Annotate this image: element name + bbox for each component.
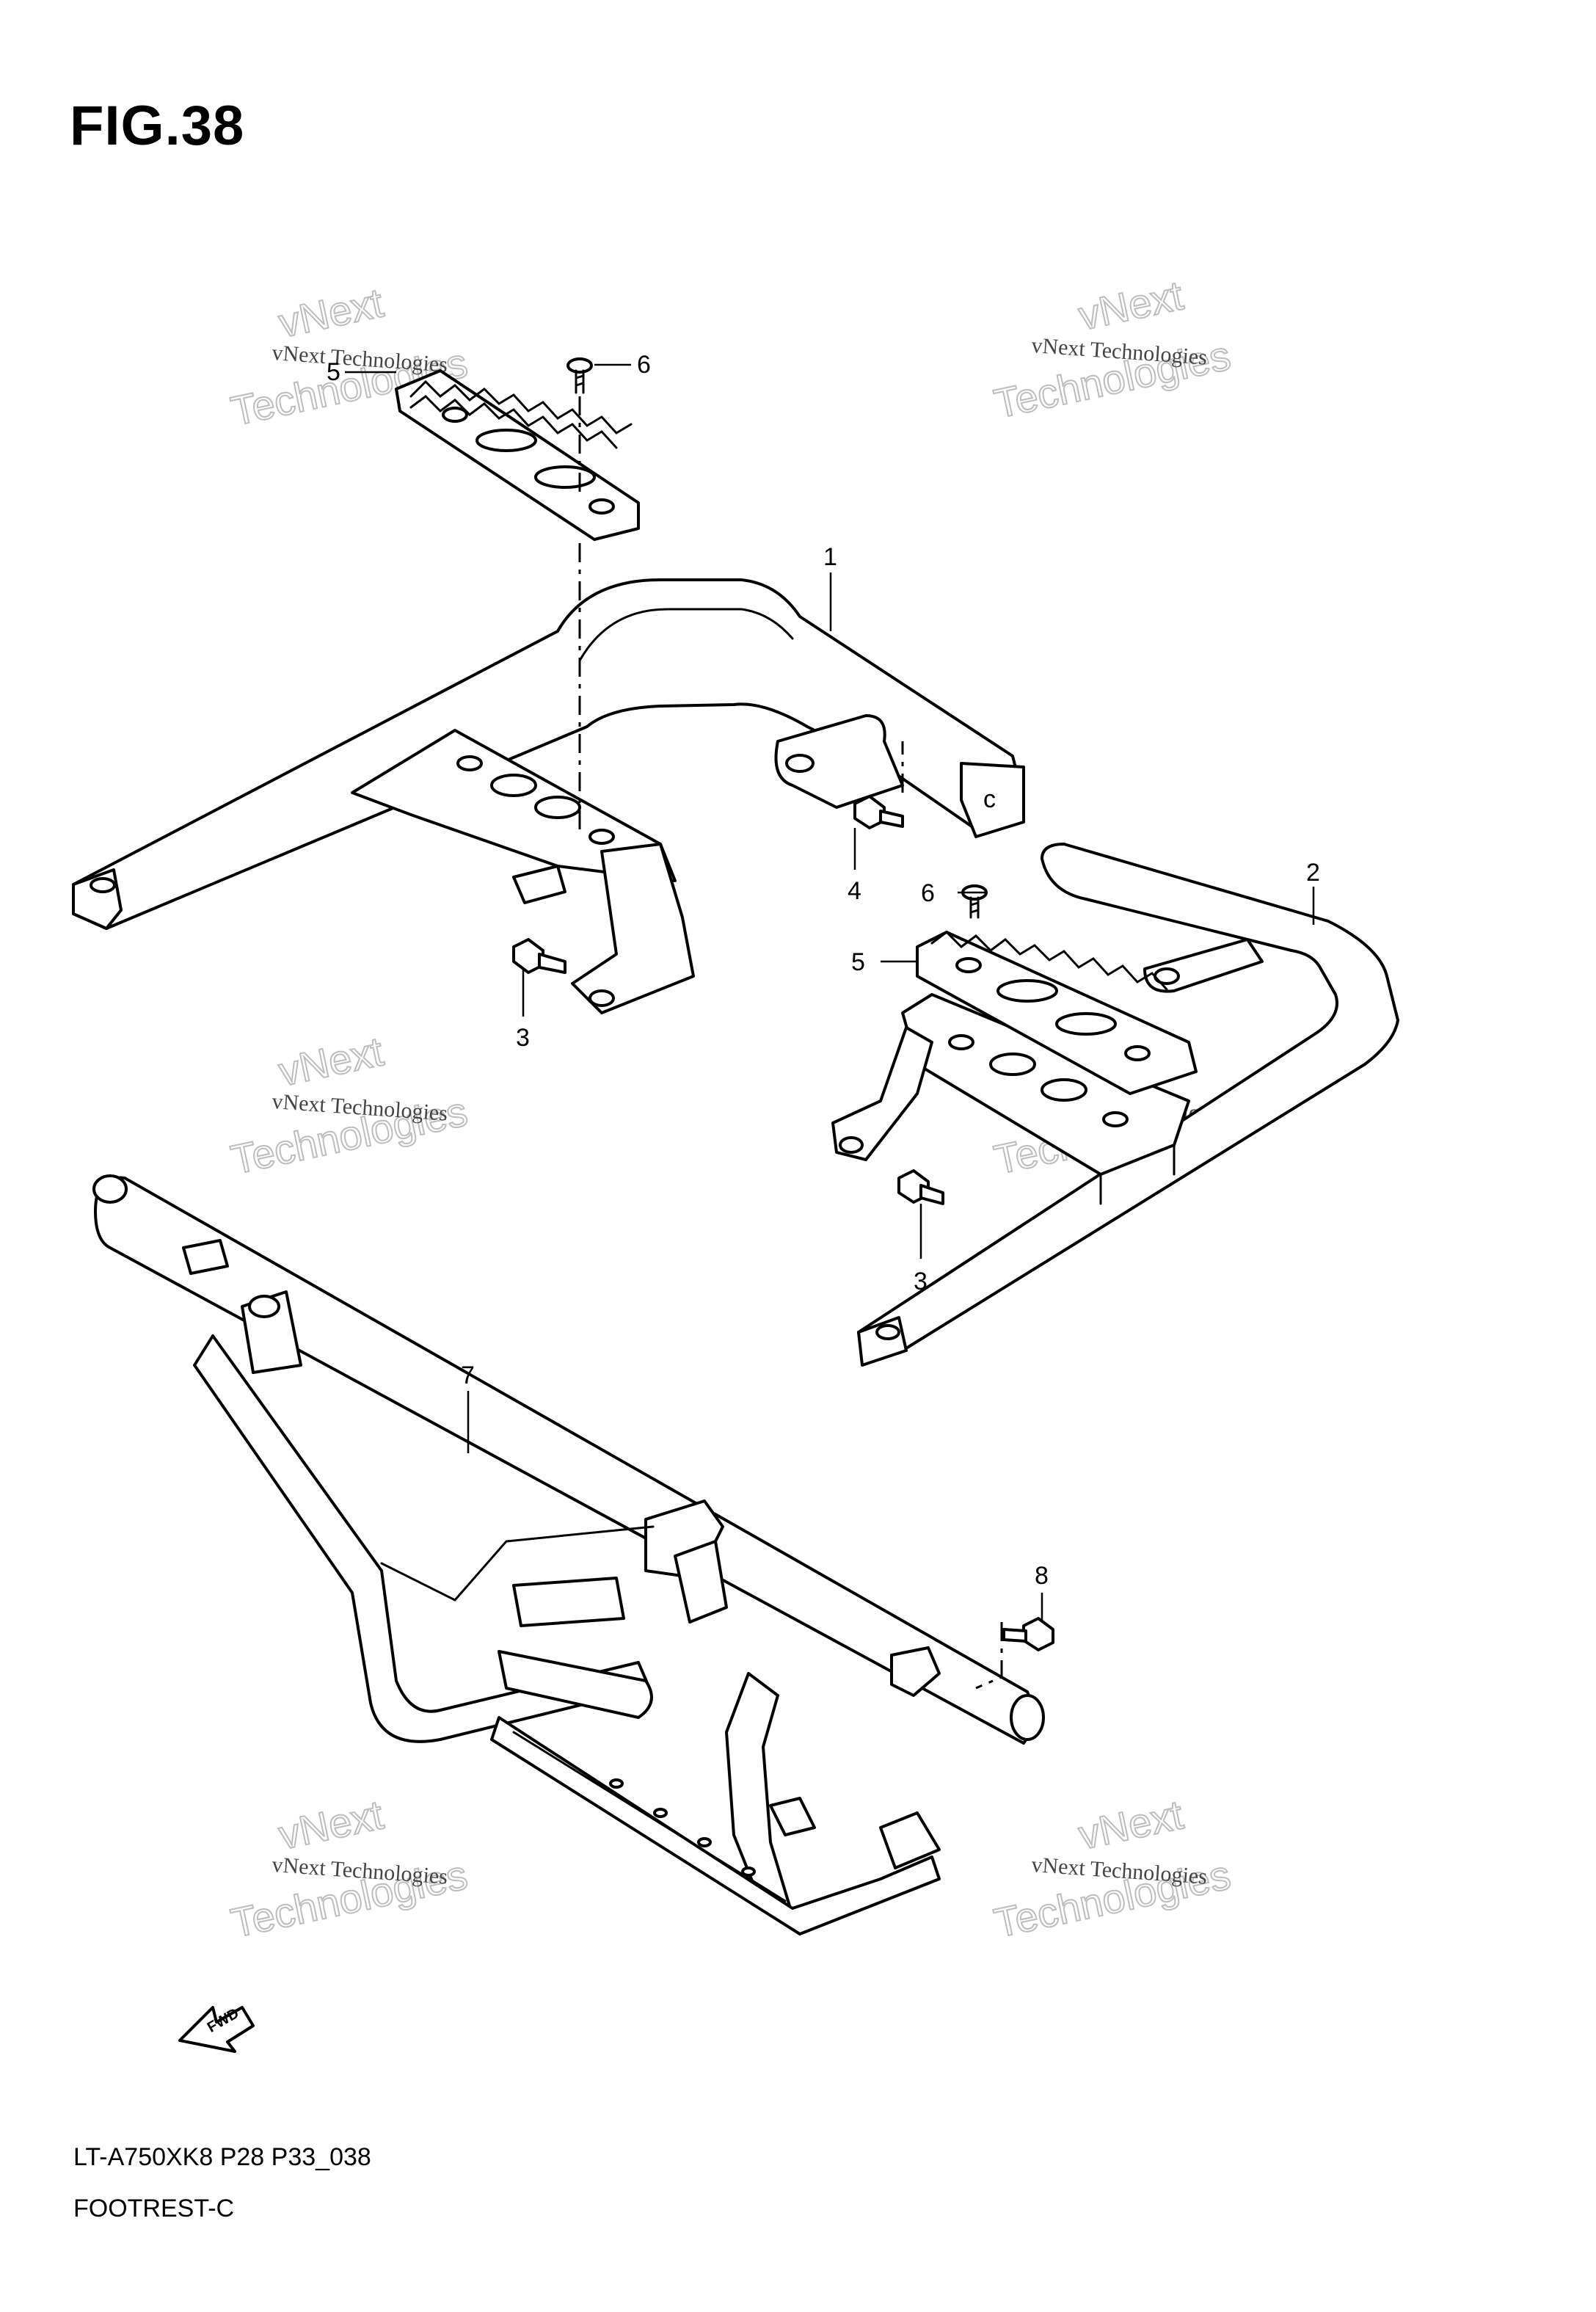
callout-5-left: 5 xyxy=(327,358,340,386)
callout-3-right: 3 xyxy=(914,1268,928,1295)
svg-text:vNext: vNext xyxy=(274,1028,387,1094)
callout-8: 8 xyxy=(1035,1562,1049,1590)
callout-1: 1 xyxy=(823,543,837,571)
callout-5-right: 5 xyxy=(851,948,865,976)
watermark-mid-left: vNext Technologies vNext Technologies xyxy=(226,1027,472,1183)
forward-direction-arrow: FWD xyxy=(178,2005,255,2053)
footrest-frame-right xyxy=(831,843,1399,1367)
watermark-bottom-left: vNext Technologies vNext Technologies xyxy=(226,1790,472,1946)
svg-text:vNext: vNext xyxy=(274,279,387,346)
footrest-step-plate-left xyxy=(395,369,640,541)
bolt-8 xyxy=(1002,1617,1054,1651)
screw-6-top xyxy=(566,357,593,394)
footrest-step-plate-right xyxy=(916,931,1198,1095)
svg-text:vNext: vNext xyxy=(274,1791,387,1858)
section-name: FOOTREST-C xyxy=(73,2195,235,2222)
callout-6-right: 6 xyxy=(921,879,935,907)
watermark-top-right: vNext Technologies vNext Technologies xyxy=(989,271,1235,427)
figure-title: FIG.38 xyxy=(70,95,245,157)
callout-4: 4 xyxy=(848,877,861,905)
footrest-frame-left: c xyxy=(72,578,1025,1014)
bolt-3-right xyxy=(897,1169,944,1205)
model-code: LT-A750XK8 P28 P33_038 xyxy=(73,2143,371,2171)
watermark-bottom-right: vNext Technologies vNext Technologies xyxy=(989,1790,1235,1946)
callout-7: 7 xyxy=(461,1362,475,1389)
alignment-line-bolt-8 xyxy=(975,1622,1003,1690)
front-guard xyxy=(92,1174,1045,1935)
callout-6-top: 6 xyxy=(637,351,651,379)
callout-3-left: 3 xyxy=(516,1024,530,1052)
callout-2: 2 xyxy=(1306,859,1320,887)
bolt-3-left xyxy=(512,938,566,974)
svg-text:vNext: vNext xyxy=(1074,1791,1187,1858)
screw-6-right xyxy=(961,884,988,919)
bolt-4 xyxy=(853,795,904,829)
svg-text:vNext: vNext xyxy=(1074,272,1187,338)
svg-text:c: c xyxy=(983,785,996,813)
